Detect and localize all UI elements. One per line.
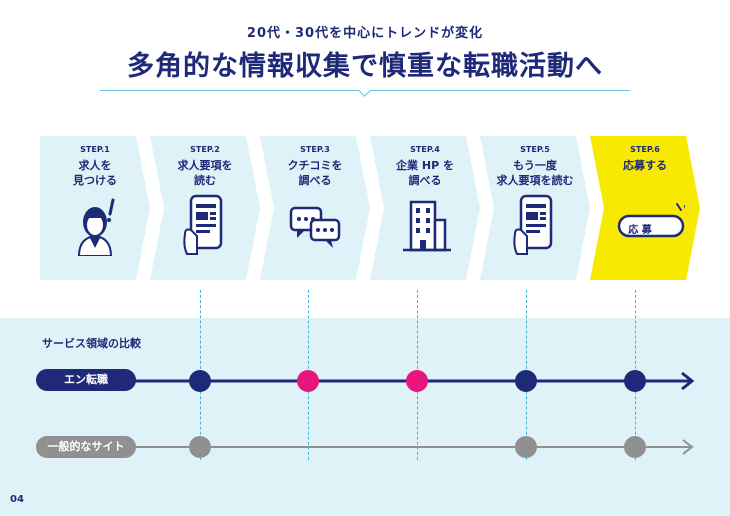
step-number: STEP.6 xyxy=(630,145,660,154)
step-4: STEP.4 企業 HP を 調べる xyxy=(370,136,480,280)
step-6: STEP.6 応募する 応 募 xyxy=(590,136,700,280)
step-2: STEP.2 求人要項を 読む xyxy=(150,136,260,280)
step-text: 応募する xyxy=(623,159,667,172)
comparison-tracks xyxy=(130,370,695,458)
en-tenshoku-label: エン転職 xyxy=(36,369,136,391)
en-step-point xyxy=(189,370,211,392)
en-step-point xyxy=(406,370,428,392)
step-text: クチコミを 調べる xyxy=(287,159,343,187)
step-number: STEP.1 xyxy=(80,145,110,154)
apply-button-label: 応 募 xyxy=(628,225,652,236)
title-divider-notch xyxy=(358,84,371,97)
step-text: もう一度 求人要項を読む xyxy=(496,159,574,187)
page-title: 多角的な情報収集で慎重な転職活動へ xyxy=(127,51,603,82)
en-step-point xyxy=(297,370,319,392)
general-step-point xyxy=(624,436,646,458)
step-number: STEP.3 xyxy=(300,145,330,154)
comparison-label: サービス領域の比較 xyxy=(42,337,141,350)
en-step-point xyxy=(515,370,537,392)
step-1: STEP.1 求人を 見つける xyxy=(40,136,150,280)
en-step-point xyxy=(624,370,646,392)
chat-bubbles-icon xyxy=(289,206,341,248)
subtitle: 20代・30代を中心にトレンドが変化 xyxy=(246,26,484,41)
general-track-arrow-icon xyxy=(682,439,694,455)
general-step-point xyxy=(515,436,537,458)
building-icon xyxy=(403,200,451,252)
general-step-point xyxy=(189,436,211,458)
step-5: STEP.5 もう一度 求人要項を読む xyxy=(480,136,590,280)
smartphone-icon xyxy=(183,194,223,255)
steps-flow: STEP.1 求人を 見つける STEP.2 求人要項を 読む STEP.3 xyxy=(40,136,700,280)
step-text: 企業 HP を 調べる xyxy=(396,159,454,187)
general-site-label: 一般的なサイト xyxy=(36,436,136,458)
step-number: STEP.4 xyxy=(410,145,440,154)
step-3: STEP.3 クチコミを 調べる xyxy=(260,136,370,280)
apply-button-icon xyxy=(617,203,685,238)
en-track-arrow-icon xyxy=(681,371,695,391)
comparison-band xyxy=(0,318,730,516)
step-text: 求人要項を 読む xyxy=(177,159,233,187)
step-number: STEP.5 xyxy=(520,145,550,154)
step-number: STEP.2 xyxy=(190,145,220,154)
page-number: 04 xyxy=(10,494,24,505)
smartphone-icon xyxy=(513,194,553,255)
step-text: 求人を 見つける xyxy=(73,159,117,187)
person-exclamation-icon xyxy=(77,198,115,256)
